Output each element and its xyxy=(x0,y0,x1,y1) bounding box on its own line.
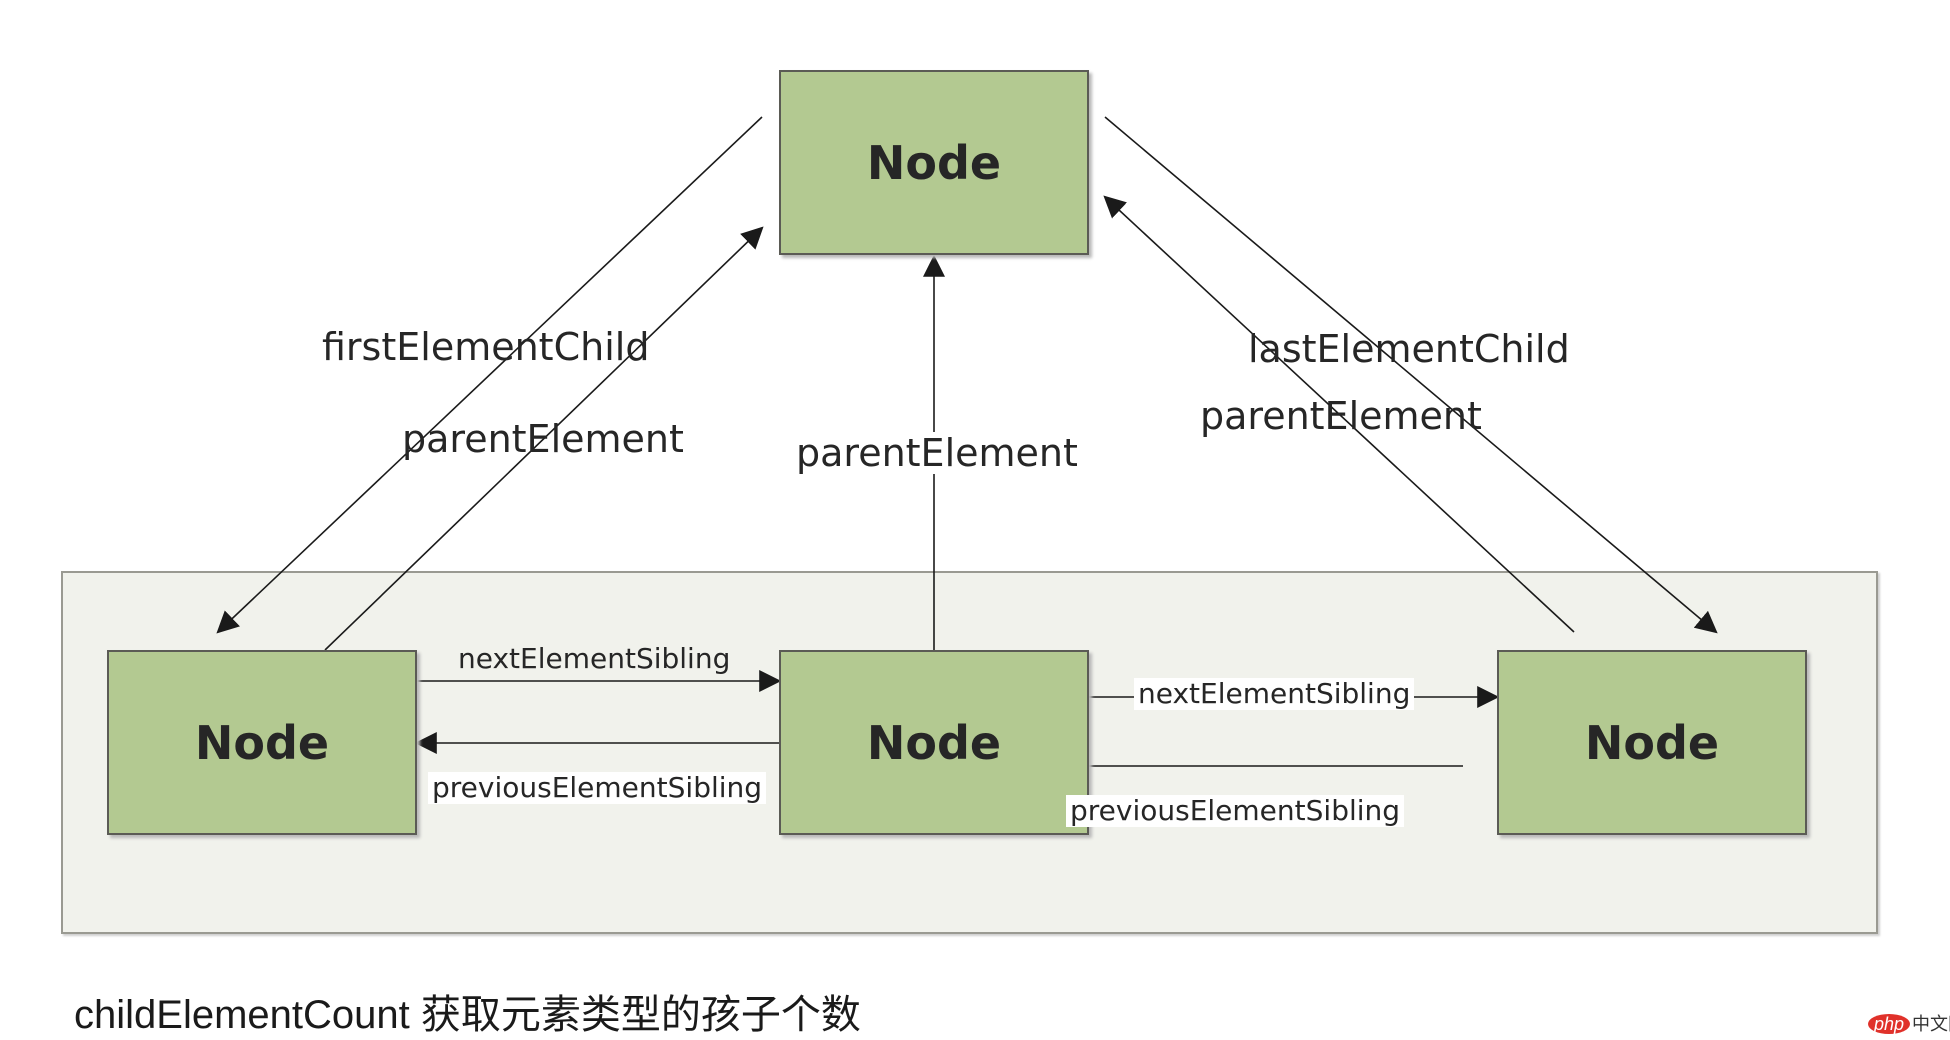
label-next-sibling-2: nextElementSibling xyxy=(1134,678,1415,710)
watermark-site: 中文网 xyxy=(1912,1014,1950,1034)
label-previous-sibling-2: previousElementSibling xyxy=(1066,795,1405,827)
label-parent-element-right: parentElement xyxy=(1200,394,1482,438)
watermark-brand: php xyxy=(1868,1014,1911,1034)
node-middle: Node xyxy=(779,650,1089,835)
watermark-logo: php中文网 xyxy=(1868,1010,1950,1036)
label-next-sibling-1: nextElementSibling xyxy=(458,642,731,675)
node-middle-label: Node xyxy=(866,715,1002,770)
node-top-label: Node xyxy=(866,135,1002,190)
label-parent-element-middle: parentElement xyxy=(792,432,1082,474)
label-first-element-child: firstElementChild xyxy=(322,325,650,369)
label-parent-element-left: parentElement xyxy=(402,417,684,461)
edge-parent-element-right xyxy=(1103,195,1575,633)
edge-first-element-child xyxy=(216,116,763,634)
caption: childElementCount 获取元素类型的孩子个数 xyxy=(74,993,861,1037)
node-left: Node xyxy=(107,650,417,835)
node-right: Node xyxy=(1497,650,1807,835)
node-top: Node xyxy=(779,70,1089,255)
node-left-label: Node xyxy=(194,715,330,770)
node-right-label: Node xyxy=(1584,715,1720,770)
edge-parent-element-left xyxy=(324,226,764,651)
label-last-element-child: lastElementChild xyxy=(1248,327,1570,371)
edge-last-element-child xyxy=(1104,116,1718,634)
label-previous-sibling-1: previousElementSibling xyxy=(428,772,767,804)
